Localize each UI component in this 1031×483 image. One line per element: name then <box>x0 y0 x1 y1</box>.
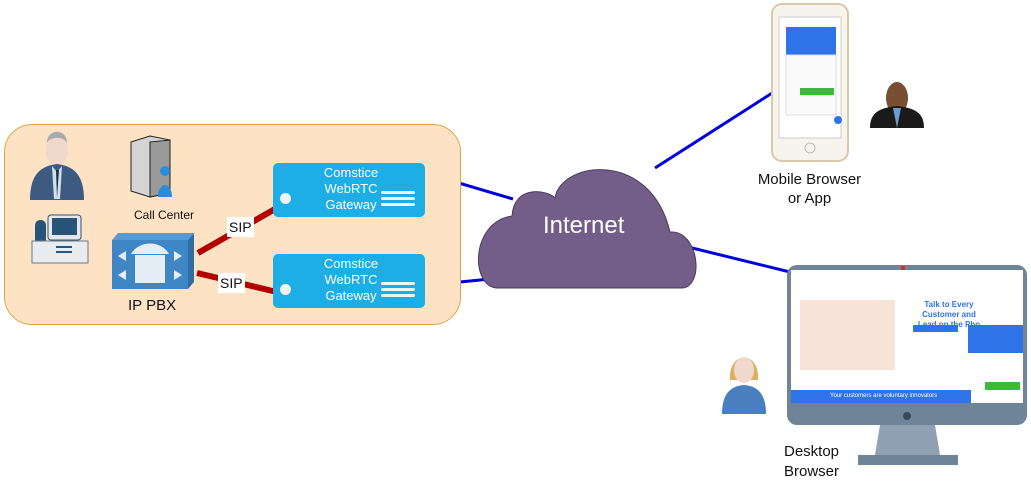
sip-label-2: SIP <box>218 273 245 293</box>
gateway-1-line-3: Gateway <box>325 197 377 212</box>
desktop-client-label: Desktop Browser <box>784 442 839 482</box>
gateway-2-line-1: Comstice <box>323 256 379 271</box>
webrtc-gateway-2[interactable]: Comstice WebRTC Gateway <box>273 254 425 308</box>
desk-phone-icon <box>31 214 89 264</box>
port-icon <box>280 193 291 204</box>
gateway-1-line-2: WebRTC <box>324 181 378 196</box>
hero-line-1: Talk to Every <box>924 300 974 309</box>
call-center-label: Call Center <box>134 208 195 222</box>
desktop-label-line-2: Browser <box>784 463 840 480</box>
desktop-label-line-1: Desktop <box>784 443 840 460</box>
desktop-banner-text: Your customers are voluntary innovators <box>830 393 938 399</box>
ip-pbx-icon <box>112 233 194 289</box>
ip-pbx-label: IP PBX <box>128 297 177 314</box>
mobile-label-line-1: Mobile Browser <box>757 171 862 188</box>
menu-lines-icon <box>381 191 415 209</box>
agent-man-icon <box>30 131 84 200</box>
gateway-1-line-1: Comstice <box>323 165 379 180</box>
mobile-phone-icon <box>771 3 849 162</box>
call-center-server-icon <box>130 135 172 198</box>
gateway-2-line-2: WebRTC <box>324 272 378 287</box>
menu-lines-icon <box>381 282 415 300</box>
link-internet-mobile <box>654 86 781 170</box>
desktop-hero-text: Talk to Every Customer and Lead on the P… <box>914 300 984 330</box>
mobile-user-icon <box>870 82 924 128</box>
webrtc-gateway-1[interactable]: Comstice WebRTC Gateway <box>273 163 425 217</box>
mobile-client-label: Mobile Browser or App <box>752 170 867 208</box>
desktop-monitor-icon <box>787 265 1027 465</box>
internet-cloud <box>478 169 697 289</box>
sip-label-1: SIP <box>227 217 254 237</box>
link-internet-desktop <box>687 245 791 274</box>
port-icon <box>280 284 291 295</box>
hero-line-2: Customer and <box>922 310 976 319</box>
internet-label: Internet <box>543 212 625 239</box>
gateway-2-line-3: Gateway <box>325 288 377 303</box>
desktop-user-icon <box>722 357 766 414</box>
mobile-label-line-2: or App <box>787 190 832 207</box>
hero-line-3: Lead on the Pho <box>917 320 981 329</box>
